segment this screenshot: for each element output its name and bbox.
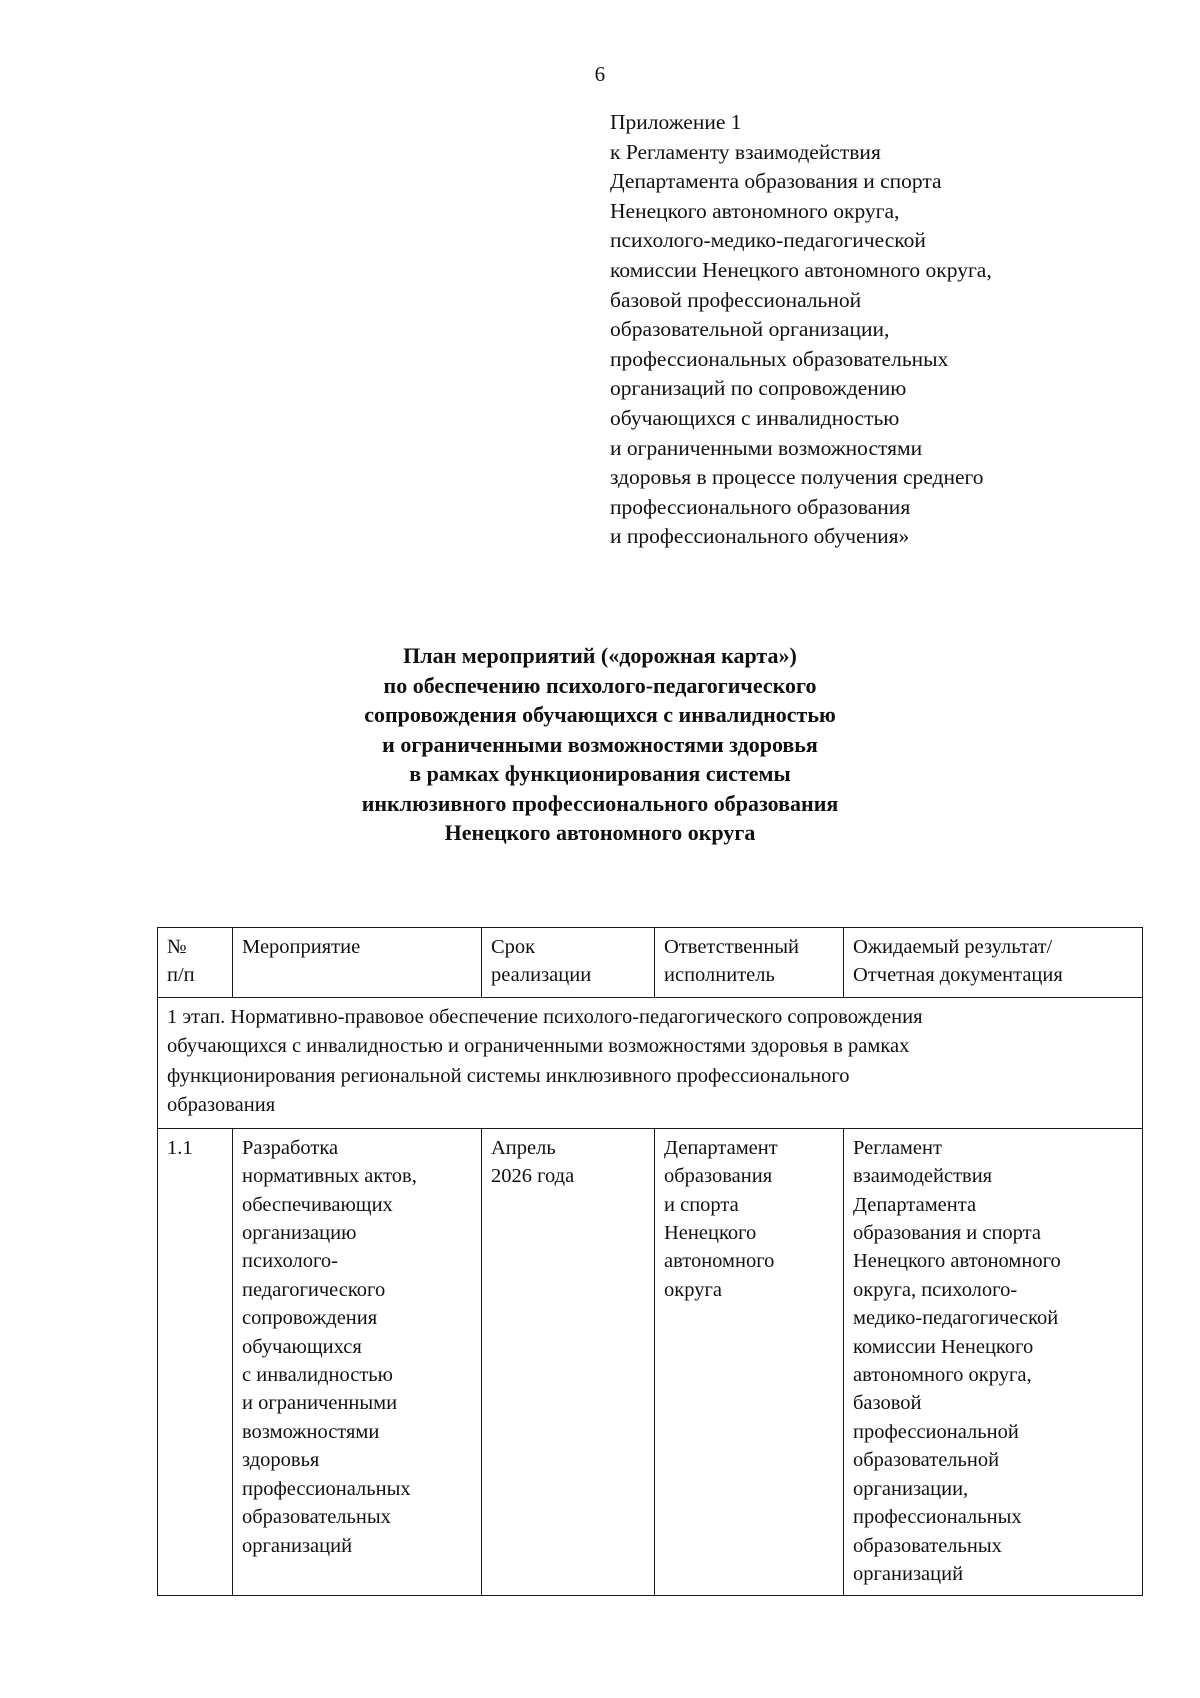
header-line: № — [167, 936, 187, 958]
result-line: автономного округа, — [853, 1364, 1032, 1387]
result-line: организаций — [853, 1562, 964, 1585]
appendix-line: и профессионального обучения» — [610, 524, 910, 549]
row-responsible-cell: Департамент образования и спорта Ненецко… — [654, 1127, 844, 1597]
result-line: взаимодействия — [853, 1165, 993, 1188]
page-number: 6 — [594, 62, 606, 86]
result-line: медико-педагогической — [853, 1307, 1059, 1330]
stage-line: функционирования региональной системы ин… — [167, 1064, 850, 1087]
deadline-line: Апрель — [491, 1136, 556, 1159]
measure-line: организаций — [242, 1534, 353, 1557]
measure-line: организацию — [242, 1222, 357, 1245]
stage-heading-cell: 1 этап. Нормативно-правовое обеспечение … — [157, 996, 1143, 1129]
title-line: и ограниченными возможностями здоровья — [382, 731, 818, 757]
measure-line: психолого- — [242, 1250, 338, 1273]
result-line: образовательной — [853, 1449, 1000, 1472]
appendix-line: профессионального образования — [610, 494, 911, 519]
row-result-cell: Регламент взаимодействия Департамента об… — [843, 1127, 1143, 1597]
result-line: Регламент — [853, 1136, 942, 1159]
result-line: базовой — [853, 1392, 922, 1415]
result-line: комиссии Ненецкого — [853, 1335, 1034, 1358]
appendix-line: психолого-медико-педагогической — [610, 228, 926, 253]
result-line: образования и спорта — [853, 1222, 1041, 1245]
result-line: профессиональных — [853, 1506, 1022, 1529]
row-number-cell: 1.1 — [157, 1127, 233, 1597]
appendix-line: комиссии Ненецкого автономного округа, — [610, 257, 992, 282]
stage-line: 1 этап. Нормативно-правовое обеспечение … — [167, 1005, 923, 1028]
appendix-line: образовательной организации, — [610, 317, 890, 342]
appendix-line: Департамента образования и спорта — [610, 169, 942, 194]
header-line: Отчетная документация — [853, 964, 1063, 987]
measure-line: и ограниченными — [242, 1392, 398, 1415]
result-line: Ненецкого автономного — [853, 1250, 1061, 1273]
result-line: профессиональной — [853, 1420, 1019, 1443]
table-row: 1.1 Разработка нормативных актов, обеспе… — [157, 1127, 1143, 1597]
appendix-line: здоровья в процессе получения среднего — [610, 465, 984, 490]
roadmap-table-wrapper: № п/п Мероприятие Срок реализации — [157, 927, 1143, 1597]
title-line: по обеспечению психолого-педагогического — [383, 672, 817, 698]
stage-line: обучающихся с инвалидностью и ограниченн… — [167, 1035, 910, 1058]
title-line: инклюзивного профессионального образован… — [361, 790, 839, 816]
responsible-line: Ненецкого — [664, 1222, 757, 1245]
responsible-line: образования — [664, 1165, 773, 1188]
measure-line: обучающихся — [242, 1335, 362, 1358]
measure-line: педагогического — [242, 1278, 386, 1301]
measure-line: здоровья — [242, 1449, 320, 1472]
title-line: в рамках функционирования системы — [409, 761, 791, 786]
column-header-result: Ожидаемый результат/ Отчетная документац… — [843, 927, 1143, 998]
title-line: План мероприятий («дорожная карта») — [403, 643, 797, 668]
appendix-line: обучающихся с инвалидностью — [610, 405, 900, 430]
row-measure-cell: Разработка нормативных актов, обеспечива… — [232, 1127, 482, 1597]
measure-line: возможностями — [242, 1420, 380, 1443]
header-line: Ожидаемый результат/ — [853, 936, 1053, 958]
measure-line: обеспечивающих — [242, 1193, 393, 1216]
row-deadline-cell: Апрель 2026 года — [481, 1127, 655, 1597]
column-header-deadline: Срок реализации — [481, 927, 655, 998]
table-header-row: № п/п Мероприятие Срок реализации — [157, 927, 1143, 998]
result-line: Департамента — [853, 1193, 977, 1216]
header-line: Мероприятие — [242, 936, 361, 958]
title-line: Ненецкого автономного округа — [444, 820, 756, 845]
result-line: организации, — [853, 1477, 969, 1500]
responsible-line: округа — [664, 1278, 722, 1301]
appendix-line: профессиональных образовательных — [610, 346, 949, 371]
appendix-line: Ненецкого автономного округа, — [610, 198, 900, 223]
stage-line: образования — [167, 1094, 276, 1117]
table-stage-row: 1 этап. Нормативно-правовое обеспечение … — [157, 996, 1143, 1129]
measure-line: Разработка — [242, 1136, 339, 1159]
result-line: округа, психолого- — [853, 1278, 1018, 1301]
header-line: п/п — [167, 964, 195, 987]
column-header-measure: Мероприятие — [232, 927, 482, 998]
roadmap-table: № п/п Мероприятие Срок реализации — [157, 927, 1143, 1597]
appendix-line: организаций по сопровождению — [610, 376, 907, 401]
result-line: образовательных — [853, 1534, 1002, 1557]
deadline-line: 2026 года — [491, 1165, 575, 1188]
responsible-line: и спорта — [664, 1193, 739, 1216]
appendix-line: Приложение 1 — [610, 110, 742, 134]
measure-line: нормативных актов, — [242, 1165, 417, 1188]
responsible-line: Департамент — [664, 1136, 778, 1159]
measure-line: сопровождения — [242, 1307, 378, 1330]
page-title: План мероприятий («дорожная карта») по о… — [130, 641, 1070, 848]
appendix-line: и ограниченными возможностями — [610, 435, 923, 460]
measure-line: с инвалидностью — [242, 1364, 393, 1387]
header-line: исполнитель — [664, 964, 775, 987]
header-line: Срок — [491, 936, 536, 958]
column-header-responsible: Ответственный исполнитель — [654, 927, 844, 998]
title-line: сопровождения обучающихся с инвалидность… — [364, 702, 836, 727]
header-line: реализации — [491, 964, 592, 987]
appendix-line: базовой профессиональной — [610, 287, 862, 312]
column-header-number: № п/п — [157, 927, 233, 998]
measure-line: профессиональных — [242, 1477, 411, 1500]
appendix-reference-block: Приложение 1 к Регламенту взаимодействия… — [610, 108, 1080, 552]
appendix-line: к Регламенту взаимодействия — [610, 139, 881, 164]
measure-line: образовательных — [242, 1506, 391, 1529]
header-line: Ответственный — [664, 936, 800, 958]
responsible-line: автономного — [664, 1250, 775, 1273]
